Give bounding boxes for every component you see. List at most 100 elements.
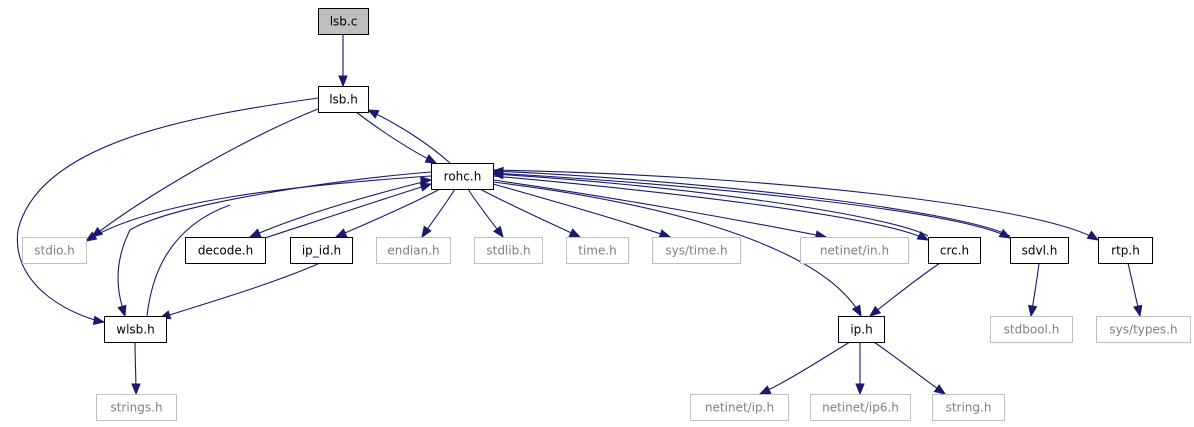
node-label: netinet/ip.h (705, 401, 774, 415)
node-label: time.h (578, 244, 617, 258)
edge-wlsb_h-to-strings_h (131, 341, 141, 396)
node-box (22, 237, 87, 264)
arrowhead (758, 385, 772, 395)
arrowhead (1028, 304, 1038, 318)
edge-line (479, 188, 581, 238)
arrowhead (424, 154, 438, 164)
edge-rohc_h-to-wlsb_h (117, 171, 432, 318)
edge-sdvl_h-to-stdbool_h (1028, 262, 1040, 318)
node-rtp-h[interactable]: rtp.h (1098, 237, 1153, 264)
arrowhead (868, 305, 882, 317)
edge-line (492, 173, 929, 237)
arrowhead (916, 230, 930, 241)
arrowhead (419, 182, 433, 192)
node-label: decode.h (198, 244, 253, 258)
node-label: strings.h (110, 401, 162, 415)
node-label: wlsb.h (116, 323, 154, 337)
edge-ip_h-to-netinet_ip_h (758, 341, 851, 395)
node-box[interactable] (290, 237, 353, 264)
node-lsb-c: lsb.c (318, 8, 369, 35)
node-box[interactable] (838, 316, 885, 343)
node-box (566, 237, 629, 264)
edge-line (869, 262, 941, 317)
node-label: lsb.h (329, 93, 358, 107)
node-label: netinet/in.h (820, 244, 889, 258)
node-label: ip_id.h (302, 244, 341, 258)
node-label: sys/time.h (665, 244, 727, 258)
node-ip-id-h[interactable]: ip_id.h (290, 237, 353, 264)
edge-rohc_h-to-rtp_h (492, 169, 1100, 241)
node-label: rohc.h (444, 170, 482, 184)
node-box (376, 237, 451, 264)
node-box (932, 394, 1005, 421)
arrowhead (658, 229, 672, 239)
edge-line (146, 204, 231, 317)
node-stdbool-h: stdbool.h (990, 316, 1073, 343)
edge-rohc_h-to-ip_h (492, 181, 862, 318)
arrowhead (1086, 230, 1100, 241)
edge-line (492, 181, 862, 317)
node-netinet-ip6-h: netinet/ip6.h (810, 394, 911, 421)
node-wlsb-h[interactable]: wlsb.h (104, 316, 167, 343)
edge-line (91, 108, 319, 238)
edge-line (492, 179, 827, 238)
arrowhead (933, 384, 947, 395)
node-crc-h[interactable]: crc.h (928, 237, 981, 264)
edge-rohc_h-to-time_h (479, 188, 582, 238)
node-box (810, 394, 911, 421)
edge-lsb_c-to-lsb_h (338, 34, 348, 88)
node-label: sdvl.h (1022, 244, 1058, 258)
arrowhead (92, 315, 106, 325)
arrowhead (855, 383, 865, 396)
node-time-h: time.h (566, 237, 629, 264)
edge-line (759, 341, 851, 395)
edge-rohc_h-to-decode_h (248, 179, 432, 238)
edge-rohc_h-to-stdio_h (84, 175, 432, 242)
edge-crc_h-to-rohc_h (491, 169, 929, 237)
arrowhead (568, 228, 582, 238)
node-rohc-h[interactable]: rohc.h (431, 163, 494, 190)
edge-ip_h-to-netinet_ip6_h (855, 342, 865, 396)
edge-line (492, 170, 1011, 237)
edge-line (367, 109, 451, 164)
arrowhead (90, 226, 104, 238)
node-box (474, 237, 543, 264)
node-string-h: string.h (932, 394, 1005, 421)
edge-line (335, 188, 441, 238)
edge-line (492, 183, 671, 238)
node-label: endian.h (387, 244, 439, 258)
node-box[interactable] (1098, 237, 1153, 264)
node-ip-h[interactable]: ip.h (838, 316, 885, 343)
node-sys-time-h: sys/time.h (652, 237, 741, 264)
node-box[interactable] (185, 237, 266, 264)
node-box (652, 237, 741, 264)
arrowhead (492, 225, 504, 239)
node-box (990, 316, 1073, 343)
node-box[interactable] (928, 237, 981, 264)
node-decode-h[interactable]: decode.h (185, 237, 266, 264)
node-box[interactable] (318, 86, 369, 113)
arrowhead (491, 166, 504, 177)
node-box[interactable] (1010, 237, 1069, 264)
edge-line (492, 172, 1011, 239)
node-sdvl-h[interactable]: sdvl.h (1010, 237, 1069, 264)
edge-lsb_h-to-wlsb_h (16, 97, 319, 325)
node-endian-h: endian.h (376, 237, 451, 264)
arrowhead (1133, 304, 1143, 318)
edge-line (249, 179, 432, 238)
edge-rohc_h-to-ip_id_h (334, 188, 441, 238)
edge-ip_id_h-to-wlsb_h (158, 262, 321, 320)
node-netinet-ip-h: netinet/ip.h (690, 394, 789, 421)
node-lsb-h[interactable]: lsb.h (318, 86, 369, 113)
node-label: lsb.c (330, 15, 358, 29)
node-label: stdbool.h (1004, 323, 1060, 337)
edge-line (264, 183, 432, 239)
edge-line (492, 169, 1099, 241)
arrowhead (338, 75, 348, 88)
edge-lsb_h-to-stdio_h (90, 108, 319, 238)
node-box[interactable] (104, 316, 167, 343)
node-label: rtp.h (1111, 244, 1140, 258)
node-box[interactable] (431, 163, 494, 190)
edge-line (16, 97, 319, 323)
